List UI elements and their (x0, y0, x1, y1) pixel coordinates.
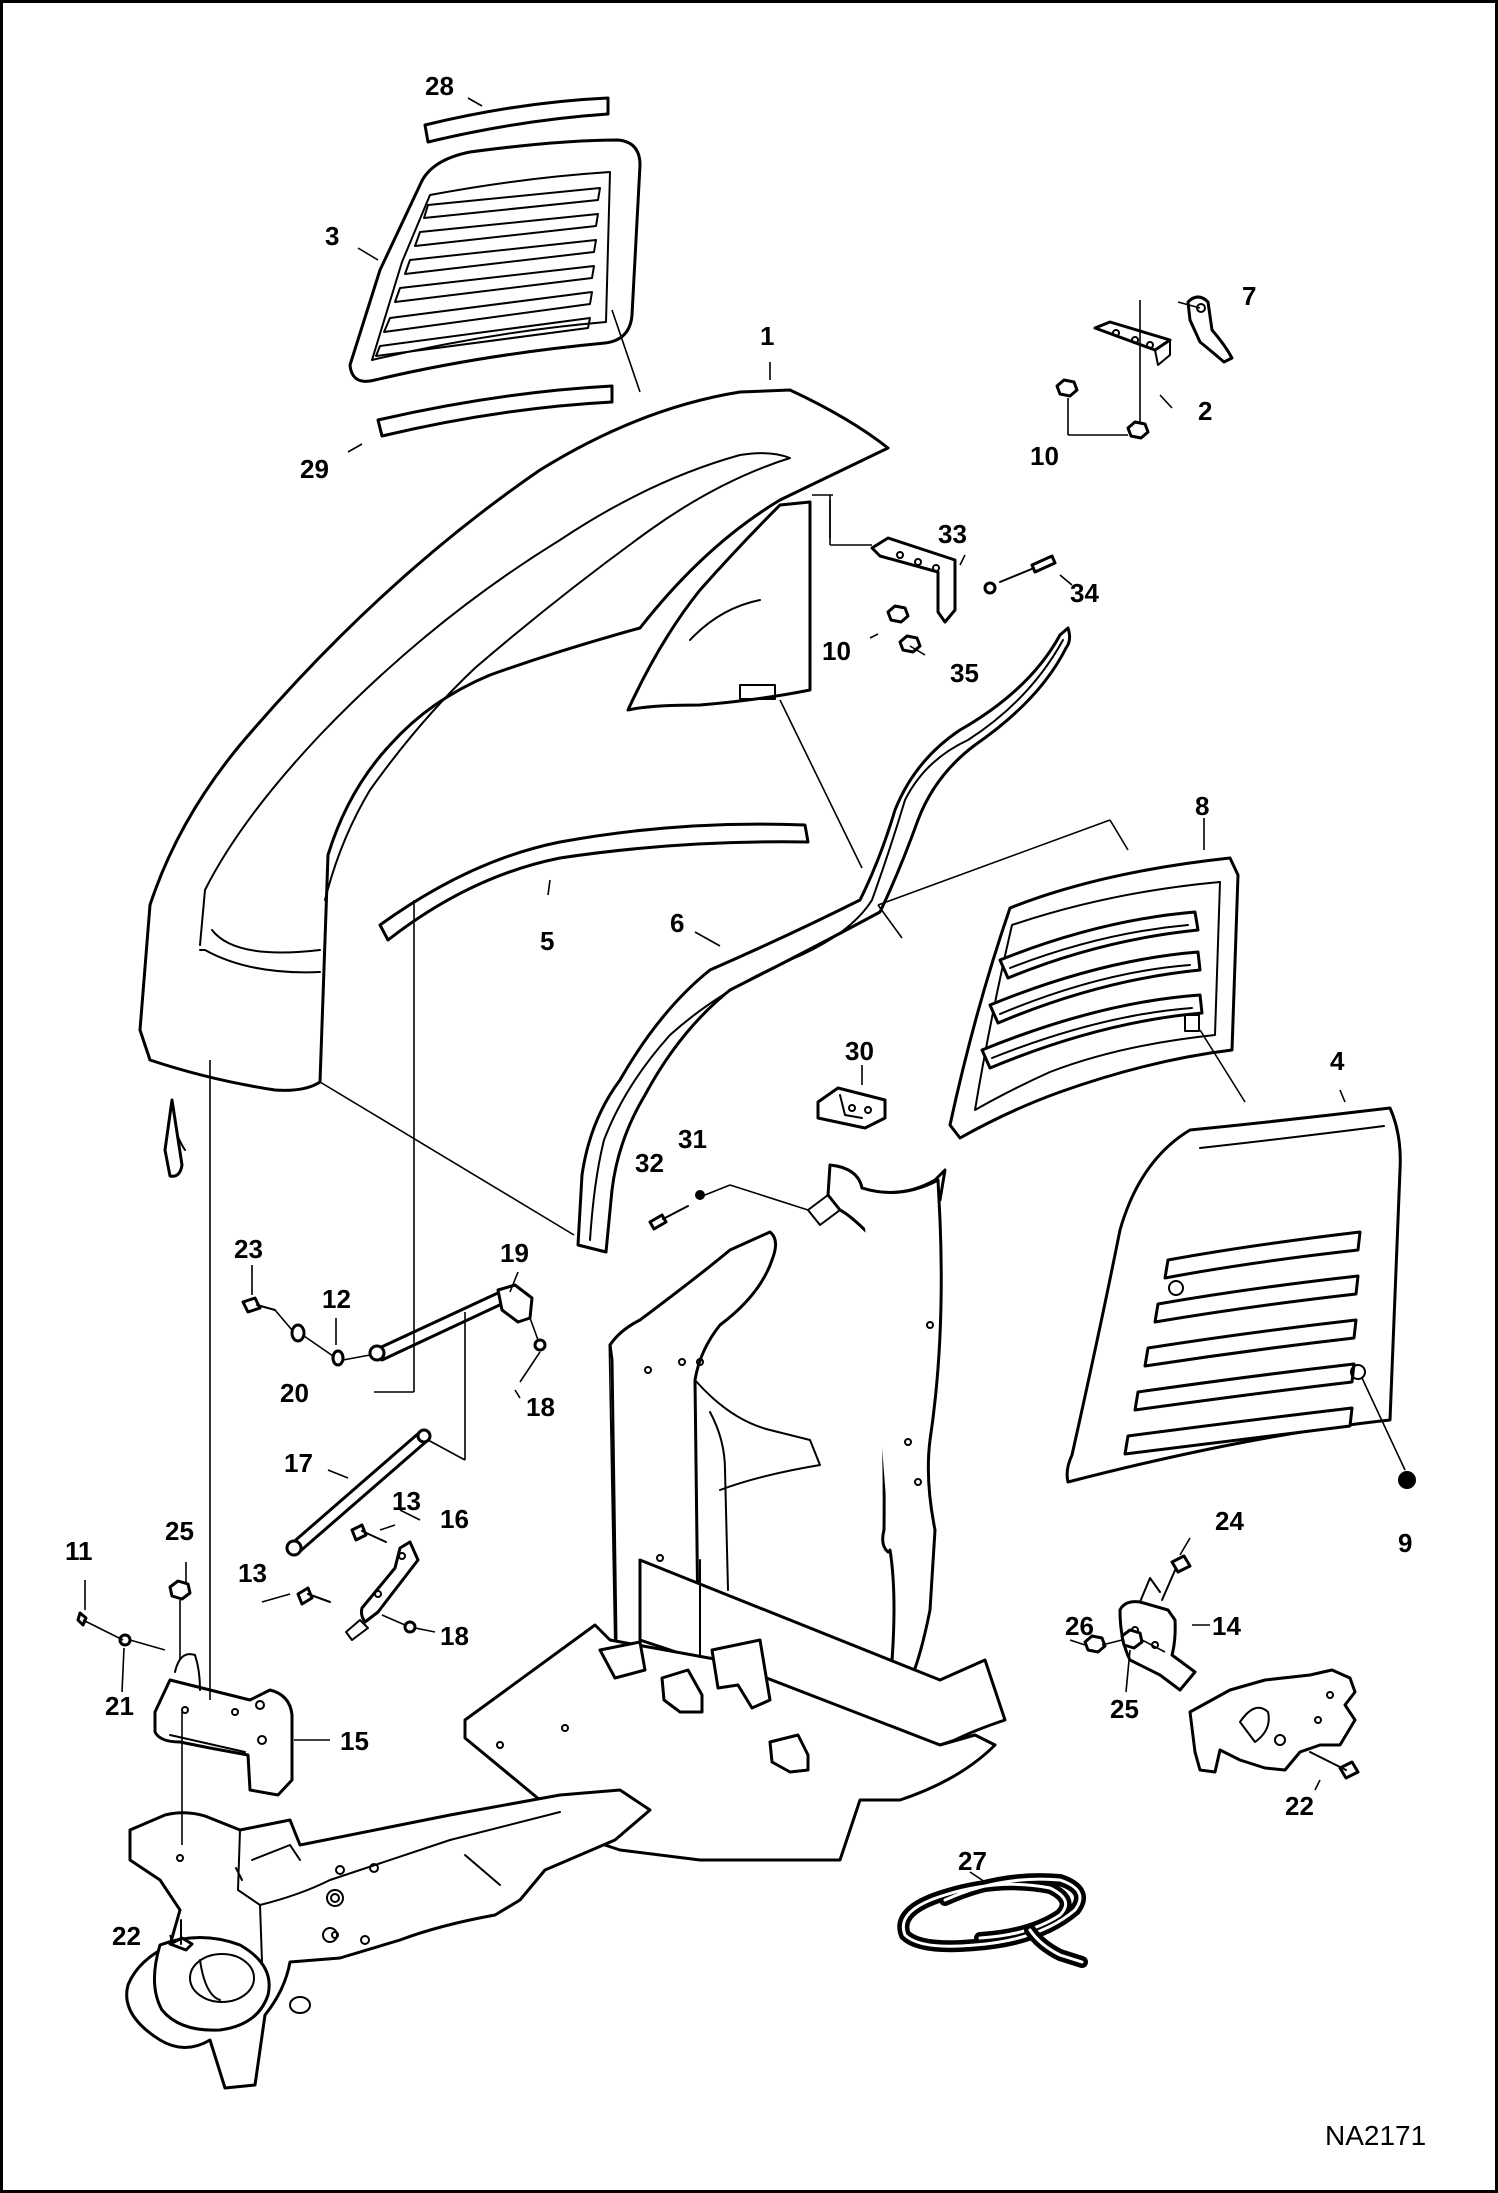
part-29-strip[interactable] (376, 384, 614, 438)
callout-25-right: 25 (1110, 1694, 1139, 1724)
callout-22-left: 22 (112, 1921, 141, 1951)
callout-13-upper: 13 (392, 1486, 421, 1516)
callout-23: 23 (234, 1234, 263, 1264)
callout-24: 24 (1215, 1506, 1244, 1536)
part-11-screw[interactable] (76, 1611, 88, 1627)
part-19-gas-strut[interactable] (368, 1271, 534, 1362)
callout-18-upper: 18 (526, 1392, 555, 1422)
callout-28: 28 (425, 71, 454, 101)
part-2-latch-bracket[interactable] (1093, 300, 1172, 378)
part-31-nut[interactable] (695, 1184, 809, 1211)
callout-12: 12 (322, 1284, 351, 1314)
main-frame-casting (125, 1788, 652, 2090)
callout-35: 35 (950, 658, 979, 688)
part-25-nut-left[interactable] (168, 1579, 192, 1601)
part-20-washer[interactable] (290, 1323, 306, 1343)
part-34-bolt[interactable] (999, 554, 1057, 583)
callout-7: 7 (1242, 281, 1256, 311)
callout-30: 30 (845, 1036, 874, 1066)
callout-31: 31 (678, 1124, 707, 1154)
part-28-strip[interactable] (423, 96, 610, 144)
callout-21: 21 (105, 1691, 134, 1721)
part-5-seal[interactable] (378, 822, 810, 942)
callout-9: 9 (1398, 1528, 1412, 1558)
callout-5: 5 (540, 926, 554, 956)
part-26-nut[interactable] (1083, 1634, 1107, 1654)
callout-leaders (84, 97, 1346, 1943)
assembly-lines (82, 500, 1166, 1845)
callout-1: 1 (760, 321, 774, 351)
part-24-bolt[interactable] (1161, 1554, 1192, 1601)
side-mount-plate (1188, 1668, 1357, 1774)
callout-16: 16 (440, 1504, 469, 1534)
part-12-washer[interactable] (331, 1349, 345, 1367)
part-6-edge-trim[interactable] (576, 626, 1072, 1254)
part-3-rear-grille[interactable] (348, 138, 642, 393)
callout-26: 26 (1065, 1611, 1094, 1641)
part-10-nut-hinge[interactable] (886, 604, 910, 624)
callout-32: 32 (635, 1148, 664, 1178)
part-32-screw[interactable] (648, 1205, 689, 1231)
callout-34: 34 (1070, 578, 1099, 608)
callout-labels: 28 3 1 7 2 10 29 33 34 10 35 5 6 8 4 30 … (65, 71, 1426, 2151)
part-16-bracket[interactable] (345, 1540, 420, 1641)
callout-6: 6 (670, 908, 684, 938)
callout-13-lower: 13 (238, 1558, 267, 1588)
callout-17: 17 (284, 1448, 313, 1478)
part-33-hinge-bracket[interactable] (812, 494, 957, 624)
part-23-bolt[interactable] (241, 1296, 276, 1314)
callout-10-hinge: 10 (822, 636, 851, 666)
part-25-nut-right[interactable] (1120, 1628, 1144, 1650)
part-9-nut[interactable] (1361, 1377, 1416, 1489)
callout-4: 4 (1330, 1046, 1345, 1076)
callout-20: 20 (280, 1378, 309, 1408)
callout-3: 3 (325, 221, 339, 251)
part-8-side-grille[interactable] (948, 856, 1246, 1140)
part-15-mount-bracket[interactable] (153, 1653, 330, 1797)
part-35-washers[interactable] (898, 581, 997, 656)
part-22-bolt-right[interactable] (1309, 1751, 1360, 1780)
part-4-side-panel[interactable] (1065, 1106, 1402, 1484)
callout-2: 2 (1198, 396, 1212, 426)
callout-10-upper: 10 (1030, 441, 1059, 471)
callout-25-left: 25 (165, 1516, 194, 1546)
callout-29: 29 (300, 454, 329, 484)
part-30-latch[interactable] (816, 1065, 887, 1130)
callout-8: 8 (1195, 791, 1209, 821)
callout-11: 11 (65, 1536, 93, 1566)
callout-27: 27 (958, 1846, 987, 1876)
radiator-shroud-frame (463, 1163, 1007, 1862)
callout-22-right: 22 (1285, 1791, 1314, 1821)
part-27-seal-loop[interactable] (897, 1873, 1088, 1968)
callout-18-lower: 18 (440, 1621, 469, 1651)
part-10-nut-upper[interactable] (1055, 378, 1150, 440)
callout-33: 33 (938, 519, 967, 549)
callout-15: 15 (340, 1726, 369, 1756)
part-18-clip-upper[interactable] (533, 1338, 547, 1352)
callout-19: 19 (500, 1238, 529, 1268)
callout-14: 14 (1212, 1611, 1241, 1641)
part-1-hood[interactable] (138, 388, 890, 1178)
figure-code: NA2171 (1325, 2120, 1426, 2151)
part-13-bolt-upper[interactable] (350, 1523, 387, 1543)
part-18-clip-lower[interactable] (403, 1620, 417, 1634)
part-13-bolt-lower[interactable] (296, 1586, 331, 1606)
part-22-bolt-left[interactable] (168, 1919, 194, 1952)
